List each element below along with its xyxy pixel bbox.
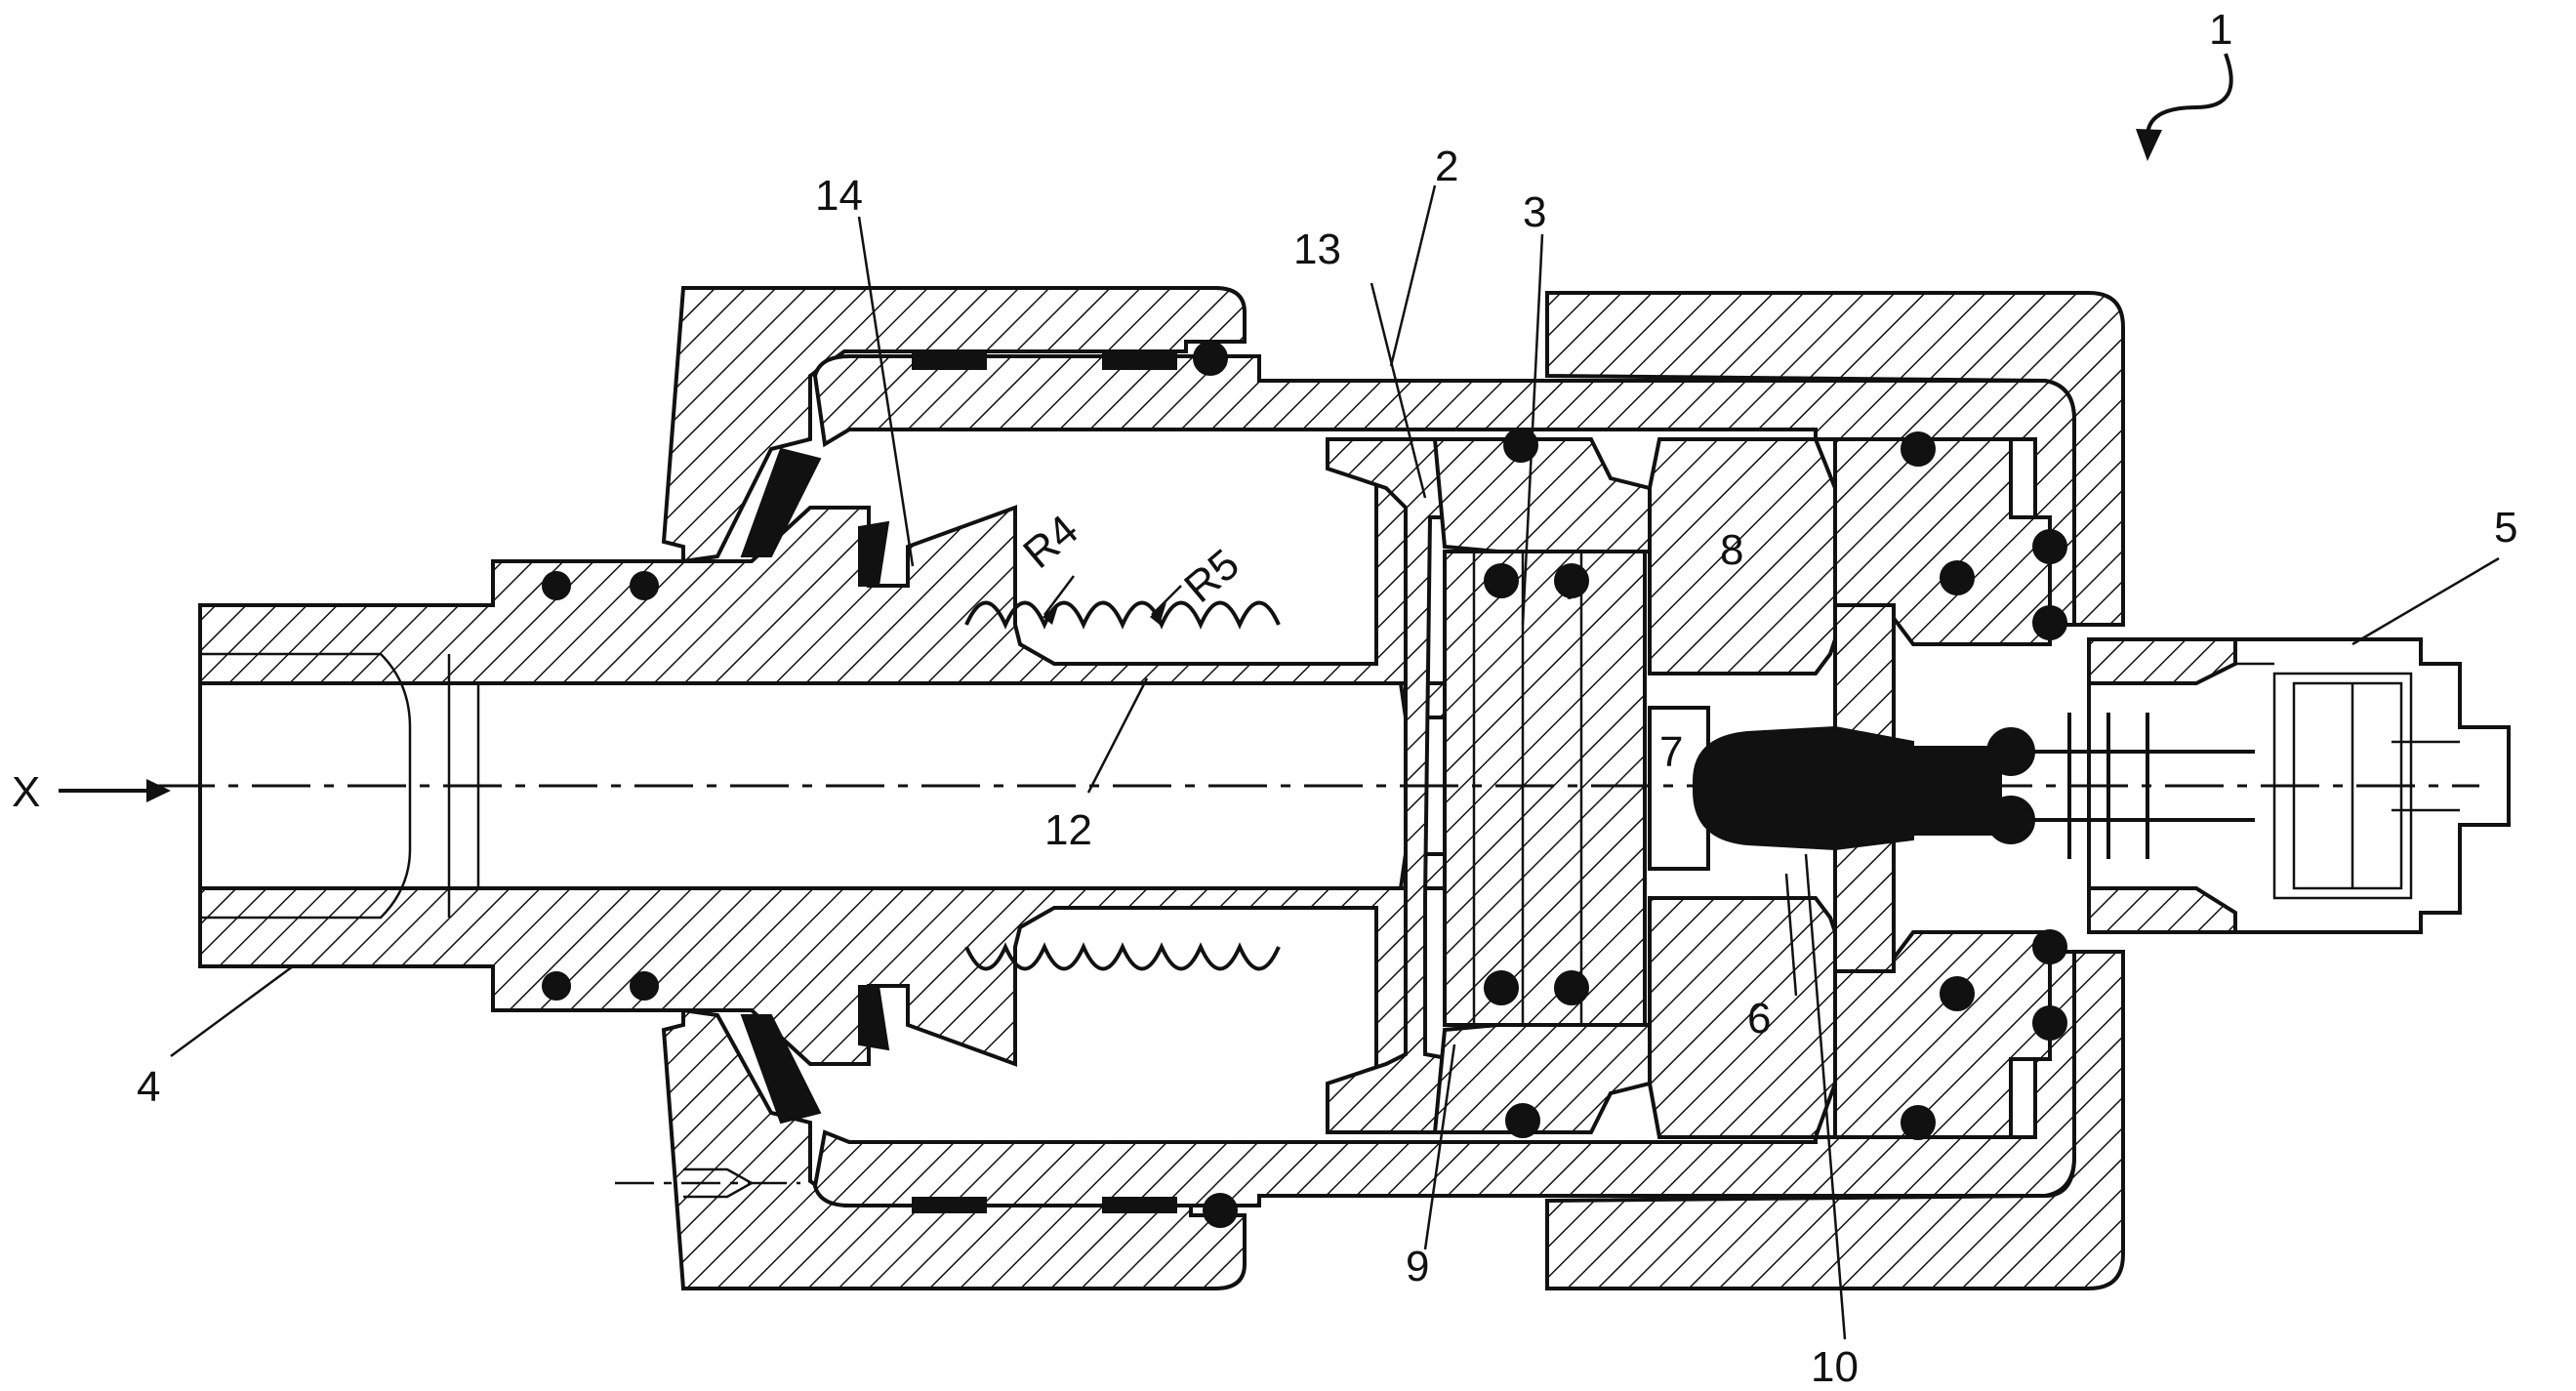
piston-head-upper: [1432, 437, 1652, 553]
o-rings: [542, 341, 2067, 1228]
callout-r5: R5: [1175, 540, 1248, 612]
piston-inner-lines: [1472, 552, 1583, 1025]
callout-10: 10: [1811, 1343, 1859, 1391]
callout-r4: R4: [1014, 506, 1087, 578]
inlet-fitting-lower: [198, 852, 1452, 1117]
sensor-bead-lower: [1986, 796, 2035, 844]
connector-hatch-upper: [2087, 637, 2237, 685]
callout-8: 8: [1720, 526, 1743, 574]
shell-lower: [812, 950, 2076, 1207]
callout-9: 9: [1406, 1243, 1429, 1290]
left-nut-lower: [661, 1007, 1247, 1290]
x-arrow-head: [146, 779, 171, 802]
callout-3: 3: [1523, 188, 1546, 236]
callout-1-arrowhead: [2136, 129, 2162, 161]
r4-arrowhead: [1043, 602, 1059, 625]
inlet-fitting-upper: [198, 455, 1452, 719]
axis-label-x: X: [12, 768, 40, 816]
callout-5: 5: [2494, 504, 2517, 552]
bellows-lower: [964, 942, 1281, 971]
sensor-housing-lower: [1648, 896, 1837, 1139]
callout-14: 14: [815, 172, 863, 220]
sensor-cavity: [1648, 706, 1710, 871]
left-nut-upper: [661, 286, 1247, 564]
sensor-bead-upper: [1986, 727, 2035, 776]
callout-2: 2: [1435, 143, 1458, 190]
flat-seals: [740, 353, 1177, 1213]
connector-hatch-lower: [2087, 886, 2237, 934]
inlet-bore-detail: [200, 652, 412, 920]
drain-port: [683, 1167, 755, 1199]
callout-7-upper: 7: [1560, 561, 1583, 609]
callout-7-lower: 7: [1659, 728, 1683, 776]
callout-6: 6: [1747, 995, 1771, 1043]
sensor-dome: [1693, 725, 1914, 851]
piston-center-block: [1443, 550, 1647, 1027]
callout-4: 4: [137, 1063, 160, 1111]
connector-inner: [2235, 662, 2460, 900]
shell-upper: [812, 354, 2076, 627]
r5-arrowhead: [1150, 602, 1166, 625]
callout-1-arrow: [2146, 53, 2233, 138]
callout-12: 12: [1044, 806, 1092, 854]
connector-body: [2087, 637, 2511, 934]
piston-head-lower: [1432, 1023, 1652, 1134]
callout-13: 13: [1293, 225, 1341, 273]
callout-1: 1: [2209, 6, 2232, 54]
leader-lines: [170, 184, 2500, 1340]
bellows-upper: [964, 600, 1281, 630]
